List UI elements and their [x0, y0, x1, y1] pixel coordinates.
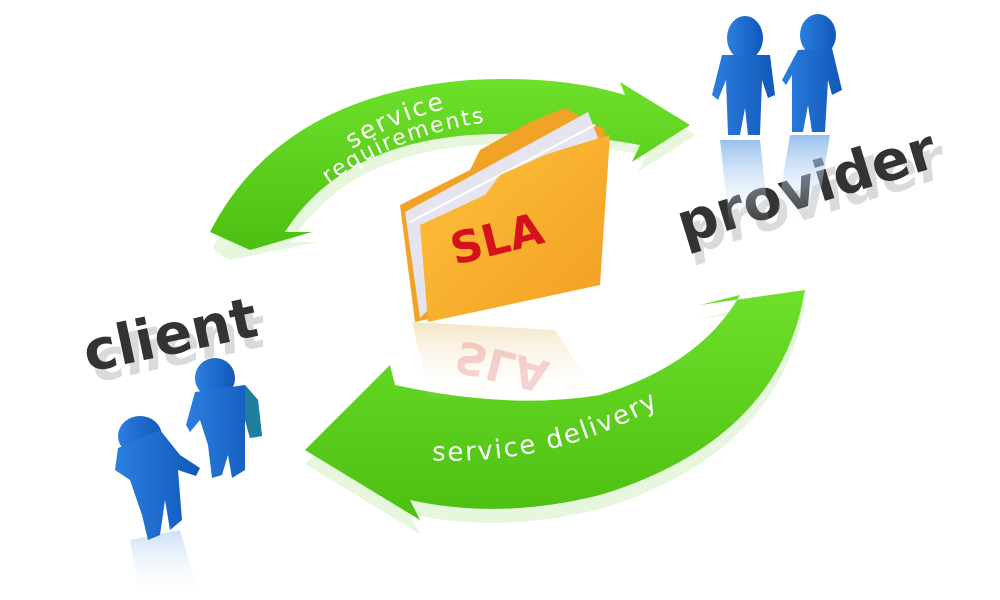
- sla-folder: SLA SLA: [400, 108, 610, 401]
- folder-front: [420, 135, 610, 322]
- person-figure: [712, 16, 775, 135]
- service-delivery-arrow: service delivery: [305, 290, 805, 534]
- folder-reflection: [412, 322, 595, 400]
- client-label: client client: [77, 285, 265, 397]
- person-figure: [186, 358, 262, 478]
- provider-people-icon: [712, 14, 842, 230]
- person-reflection: [130, 530, 200, 600]
- arrow-shape: [305, 290, 805, 520]
- client-people-icon: [115, 358, 262, 600]
- person-reflection: [775, 135, 830, 225]
- person-reflection: [720, 140, 770, 230]
- person-figure: [115, 416, 200, 540]
- person-figure: [782, 14, 842, 132]
